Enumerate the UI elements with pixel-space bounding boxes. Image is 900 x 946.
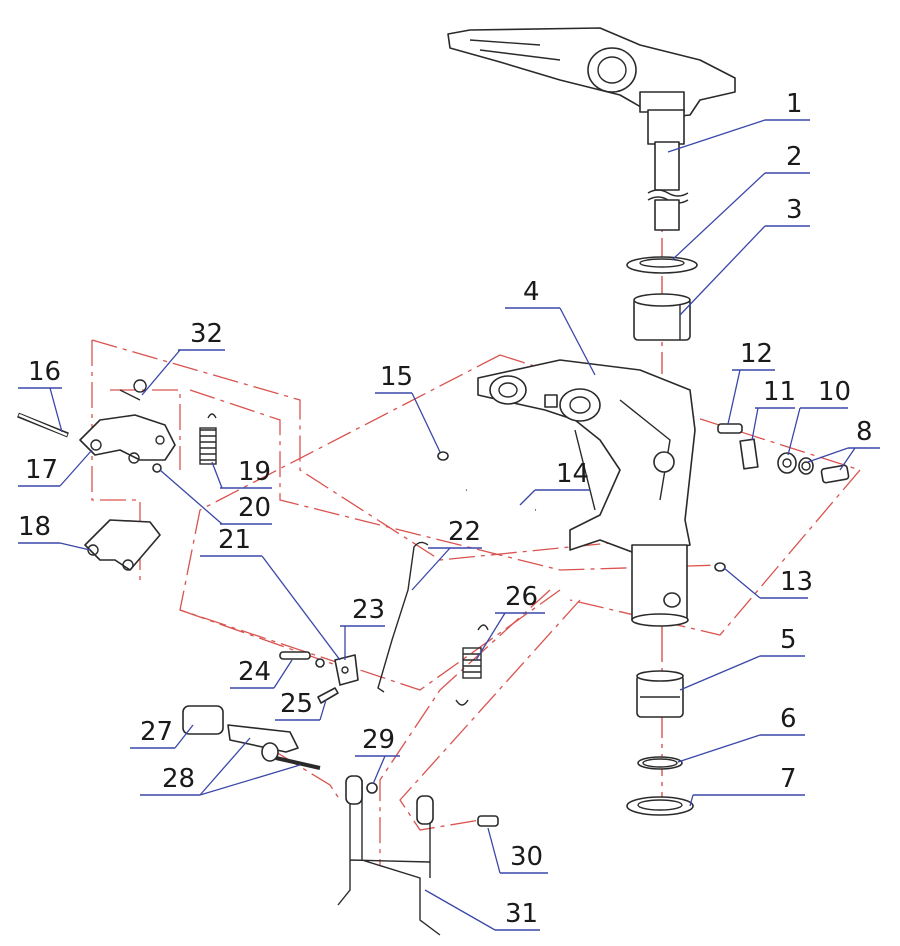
callout-10: 10 xyxy=(818,377,851,407)
callout-8: 8 xyxy=(856,417,873,447)
part-7-washer xyxy=(626,796,694,816)
callout-30: 30 xyxy=(510,842,543,872)
callout-3: 3 xyxy=(786,195,803,225)
part-24-pin xyxy=(279,651,325,668)
part-6-o-ring xyxy=(637,756,683,770)
callout-18: 18 xyxy=(18,512,51,542)
callout-25: 25 xyxy=(280,689,313,719)
part-22-rod xyxy=(377,541,429,693)
callout-4: 4 xyxy=(523,277,540,307)
callout-15: 15 xyxy=(380,362,413,392)
part-19-spring xyxy=(199,413,217,465)
part-14-rod xyxy=(465,488,537,512)
callout-23: 23 xyxy=(352,595,385,625)
part-11-key xyxy=(739,438,759,470)
part-26-spring xyxy=(455,624,489,706)
part-15-clip xyxy=(437,451,449,461)
part-18-bracket xyxy=(84,519,161,571)
part-1-swivel-arm xyxy=(447,27,736,231)
part-29-washer xyxy=(366,782,378,794)
part-28-shift-lever xyxy=(227,724,321,770)
callout-31: 31 xyxy=(505,899,538,929)
callout-27: 27 xyxy=(140,717,173,747)
part-8-bolt xyxy=(798,457,850,484)
callout-1: 1 xyxy=(786,89,803,119)
callout-19: 19 xyxy=(238,457,271,487)
part-5-lower-bushing xyxy=(636,670,684,718)
part-27-grip xyxy=(182,705,224,735)
part-32-spring xyxy=(119,379,147,401)
part-20-clip xyxy=(152,463,162,473)
part-25-screw xyxy=(317,687,339,704)
callout-20: 20 xyxy=(238,493,271,523)
callout-14: 14 xyxy=(556,459,589,489)
callout-17: 17 xyxy=(25,455,58,485)
callout-28: 28 xyxy=(162,764,195,794)
callout-13: 13 xyxy=(780,567,813,597)
part-16-pin xyxy=(17,412,69,438)
part-10-nut xyxy=(777,452,797,474)
part-23-bracket xyxy=(334,654,359,686)
part-2-washer xyxy=(626,256,698,274)
callout-21: 21 xyxy=(218,525,251,555)
part-3-bushing xyxy=(633,293,691,341)
callout-12: 12 xyxy=(740,339,773,369)
callout-7: 7 xyxy=(780,764,797,794)
callout-5: 5 xyxy=(780,625,797,655)
part-17-lever xyxy=(79,414,176,464)
part-4-swivel-bracket xyxy=(477,359,696,627)
callout-16: 16 xyxy=(28,357,61,387)
part-30-pin xyxy=(477,815,499,827)
callout-6: 6 xyxy=(780,704,797,734)
part-12-pin xyxy=(717,423,743,434)
part-13-clip xyxy=(714,562,726,572)
callout-11: 11 xyxy=(763,377,796,407)
callout-24: 24 xyxy=(238,657,271,687)
callout-2: 2 xyxy=(786,142,803,172)
callout-29: 29 xyxy=(362,725,395,755)
callout-22: 22 xyxy=(448,517,481,547)
callouts: 1 2 3 4 5 6 7 8 10 11 12 13 xyxy=(18,89,880,931)
callout-32: 32 xyxy=(190,319,223,349)
part-31-fork xyxy=(337,775,441,936)
callout-26: 26 xyxy=(505,582,538,612)
